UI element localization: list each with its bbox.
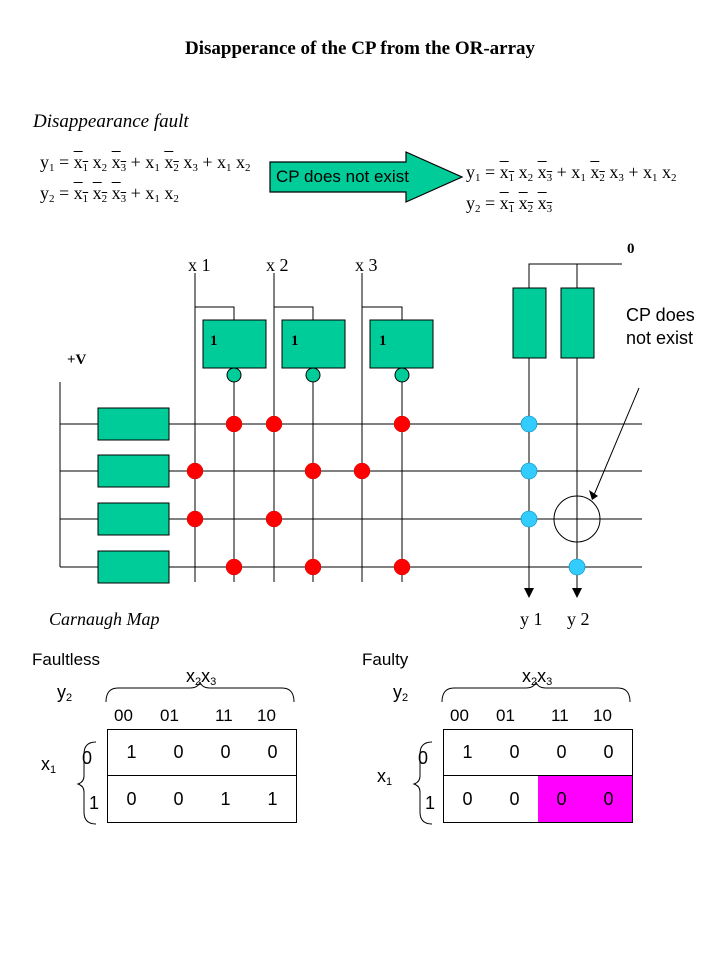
kmap-col-var: x2x3 <box>522 666 553 688</box>
inverter-bubble <box>226 367 242 383</box>
or-crosspoint <box>520 462 538 480</box>
and-crosspoint <box>393 415 411 433</box>
kmap-col-brace <box>441 682 631 703</box>
kmap-row-brace <box>76 741 97 825</box>
and-crosspoint <box>186 462 204 480</box>
y1-arrowhead <box>524 588 534 598</box>
kmap-cell: 0 <box>538 730 585 776</box>
kmap-col-head: 01 <box>496 706 515 725</box>
and-crosspoint <box>225 415 243 433</box>
kmap-col-head: 11 <box>551 706 569 725</box>
kmap-col-head: 10 <box>257 706 276 725</box>
pla-circuit: x 1 x 2 x 3 1 1 1 +V 0 y 1 y 2 <box>59 241 642 629</box>
inverter-label: 1 <box>210 333 218 349</box>
output-label-y1: y 1 <box>520 609 543 629</box>
kmap-cell: 0 <box>249 730 296 776</box>
kmap-cell: 1 <box>220 788 231 809</box>
kmap-row-var: x1 <box>41 754 57 776</box>
kmap-cell: 0 <box>202 730 249 776</box>
inverter-bubble <box>305 367 321 383</box>
output-resistor-y1 <box>512 287 547 359</box>
cp-note: CP does not exist <box>626 305 695 348</box>
inverter-label: 1 <box>291 333 299 349</box>
kmap-cell: 0 <box>585 730 632 776</box>
equation-y2-faulty: y2 = x1 x2 x3 <box>466 193 553 215</box>
equation-y1-faulty: y1 = x1 x2 x3 + x1 x2 x3 + x1 x2 <box>466 162 677 184</box>
kmap-col-head: 10 <box>593 706 612 725</box>
missing-crosspoint <box>553 495 601 543</box>
and-crosspoint <box>186 510 204 528</box>
kmap-col-head: 01 <box>160 706 179 725</box>
kmap-cell-faulty: 0 <box>538 776 585 822</box>
kmap-col-var: x2x3 <box>186 666 217 688</box>
kmap-cell: 0 <box>462 788 473 809</box>
kmap-col-head: 00 <box>450 706 469 725</box>
kmap-col-brace <box>105 682 295 703</box>
kmap-cell: 0 <box>126 788 137 809</box>
cp-pointer-arrowhead <box>589 490 598 500</box>
and-crosspoint <box>393 558 411 576</box>
resistor-block <box>97 407 170 441</box>
resistor-block <box>97 550 170 584</box>
ground-label: 0 <box>627 241 635 257</box>
or-crosspoint <box>520 415 538 433</box>
output-label-y2: y 2 <box>567 609 590 629</box>
kmap-cell: 1 <box>267 788 278 809</box>
kmap-col-head: 11 <box>215 706 233 725</box>
and-crosspoint <box>265 510 283 528</box>
inverter-label: 1 <box>379 333 387 349</box>
and-crosspoint <box>353 462 371 480</box>
kmap-cell: 0 <box>491 730 538 776</box>
kmap-output-label: y2 <box>393 682 409 704</box>
kmap-row-head: 0 <box>418 748 429 768</box>
resistor-block <box>97 502 170 536</box>
page-title: Disapperance of the CP from the OR-array <box>184 38 536 59</box>
kmap-title: Faulty <box>362 650 409 669</box>
or-crosspoint <box>568 558 586 576</box>
supply-label: +V <box>67 352 87 368</box>
kmap-grid: 1 0 0 0 0 0 0 0 <box>443 729 633 823</box>
y2-arrowhead <box>572 588 582 598</box>
input-label-x1: x 1 <box>188 255 211 275</box>
and-crosspoint <box>304 558 322 576</box>
inverter-x2 <box>281 319 346 369</box>
kmap-row-var: x1 <box>377 766 393 788</box>
kmap-cell: 1 <box>108 730 155 776</box>
transition-arrow <box>269 151 464 203</box>
input-label-x2: x 2 <box>266 255 289 275</box>
inverter-x1 <box>202 319 267 369</box>
and-crosspoint <box>265 415 283 433</box>
kmap-cell: 0 <box>173 788 184 809</box>
kmap-cell-faulty: 0 <box>585 776 632 822</box>
or-crosspoint <box>520 510 538 528</box>
kmap-cell: 0 <box>509 788 520 809</box>
equation-y1-faultless: y1 = x1 x2 x3 + x1 x2 x3 + x1 x2 <box>40 152 251 174</box>
kmap-row-brace <box>412 741 433 825</box>
inverter-x3 <box>369 319 434 369</box>
kmap-output-label: y2 <box>57 682 73 704</box>
and-crosspoint <box>304 462 322 480</box>
kmap-row-head: 0 <box>82 748 93 768</box>
resistor-block <box>97 454 170 488</box>
input-label-x3: x 3 <box>355 255 378 275</box>
kmap-title: Faultless <box>32 650 101 669</box>
equation-y2-faultless: y2 = x1 x2 x3 + x1 x2 <box>40 183 179 205</box>
map-heading: Carnaugh Map <box>49 609 160 629</box>
kmap-row-head: 1 <box>425 793 436 813</box>
output-resistor-y2 <box>560 287 595 359</box>
kmap-col-head: 00 <box>114 706 133 725</box>
kmap-cell: 0 <box>155 730 202 776</box>
inverter-bubble <box>394 367 410 383</box>
kmap-row-head: 1 <box>89 793 100 813</box>
fault-heading: Disappearance fault <box>33 111 189 132</box>
kmap-grid: 1 0 0 0 0 0 1 1 <box>107 729 297 823</box>
kmap-cell: 1 <box>444 730 491 776</box>
arrow-label: CP does not exist <box>276 167 409 186</box>
and-crosspoint <box>225 558 243 576</box>
